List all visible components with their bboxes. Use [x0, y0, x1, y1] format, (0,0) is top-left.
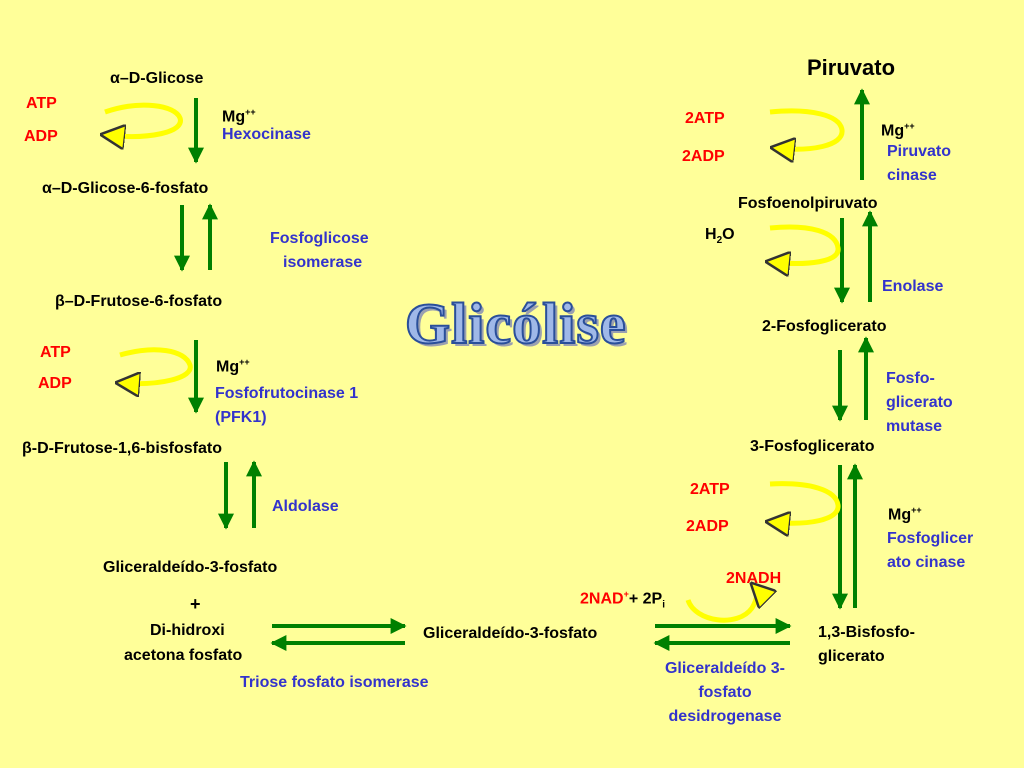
cofactor-mg-pgk: Mg++: [888, 505, 922, 524]
substrate-beta-frutose-6p: β–D-Frutose-6-fosfato: [55, 293, 223, 310]
substrate-beta-frutose-16bp: β-D-Frutose-1,6-bisfosfato: [22, 440, 222, 457]
cofactor-atp-4: 2ATP: [690, 481, 730, 498]
cofactor-atp-2: ATP: [40, 344, 71, 361]
enzyme-pfk1-line2: (PFK1): [215, 409, 267, 426]
cofactor-2nad-2pi: 2NAD++ 2Pi: [580, 589, 665, 611]
curve-atp-3: [770, 108, 845, 149]
curve-atp-2: [120, 347, 193, 384]
enzyme-hexocinase: Hexocinase: [222, 126, 311, 143]
substrate-fosfoenolpiruvato: Fosfoenolpiruvato: [738, 195, 878, 212]
cofactor-h2o: H2O: [705, 226, 735, 247]
substrate-13-bisfosfoglicerato-line2: glicerato: [818, 648, 885, 665]
enzyme-enolase: Enolase: [882, 278, 944, 295]
enzyme-pgk-line1: Fosfoglicer: [887, 530, 974, 547]
enzyme-mutase-line3: mutase: [886, 418, 943, 435]
enzyme-gapdh-line1: Gliceraldeído 3-: [664, 660, 786, 677]
substrate-13-bisfosfoglicerato-line1: 1,3-Bisfosfo-: [818, 624, 915, 641]
cofactor-atp-1: ATP: [26, 95, 57, 112]
cofactor-mg-piruvato-cinase: Mg++: [881, 121, 915, 140]
enzyme-fosfoglicose-line1: Fosfoglicose: [270, 230, 369, 247]
curve-atp-4: [770, 481, 841, 524]
enzyme-mutase-line1: Fosfo-: [886, 370, 935, 387]
enzyme-gapdh-line2: fosfato: [698, 684, 752, 701]
enzyme-fosfoglicose-line2: isomerase: [283, 254, 363, 271]
cofactor-adp-2: ADP: [38, 375, 72, 392]
cofactor-mg-hexocinase: Mg++: [222, 107, 256, 126]
enzyme-aldolase: Aldolase: [272, 498, 339, 515]
enzyme-piruvato-cinase-line2: cinase: [887, 167, 937, 184]
substrate-3-fosfoglicerato: 3-Fosfoglicerato: [750, 438, 875, 455]
substrate-dihidroxi-line1: Di-hidroxi: [150, 622, 225, 639]
curve-h2o: [770, 224, 841, 263]
substrate-2-fosfoglicerato: 2-Fosfoglicerato: [762, 318, 887, 335]
enzyme-mutase-line2: glicerato: [886, 394, 953, 411]
cofactor-adp-4: 2ADP: [686, 518, 729, 535]
curve-atp-1: [105, 102, 183, 136]
enzyme-gapdh-line3: desidrogenase: [668, 708, 782, 725]
enzyme-pgk-line2: ato cinase: [887, 554, 966, 571]
enzyme-triose-fosfato-isomerase: Triose fosfato isomerase: [240, 674, 429, 691]
cofactor-mg-pfk1: Mg++: [216, 357, 250, 376]
substrate-dihidroxi-line2: acetona fosfato: [124, 647, 243, 664]
cofactor-adp-3: 2ADP: [682, 148, 725, 165]
substrate-alpha-glicose-6p: α–D-Glicose-6-fosfato: [42, 180, 209, 197]
substrate-piruvato: Piruvato: [807, 55, 896, 80]
enzyme-piruvato-cinase-line1: Piruvato: [887, 143, 952, 160]
substrate-gliceraldeido-3p-center: Gliceraldeído-3-fosfato: [423, 625, 598, 642]
cofactor-adp-1: ADP: [24, 128, 58, 145]
cofactor-atp-3: 2ATP: [685, 110, 725, 127]
plus-sign: +: [190, 594, 201, 614]
substrate-alpha-glicose: α–D-Glicose: [110, 70, 204, 87]
enzyme-pfk1-line1: Fosfofrutocinase 1: [215, 385, 359, 402]
curve-nadh: [685, 586, 757, 623]
substrate-gliceraldeido-3p-left: Gliceraldeído-3-fosfato: [103, 559, 278, 576]
page-title: Glicólise: [404, 290, 627, 357]
cofactor-2nadh: 2NADH: [726, 570, 782, 587]
